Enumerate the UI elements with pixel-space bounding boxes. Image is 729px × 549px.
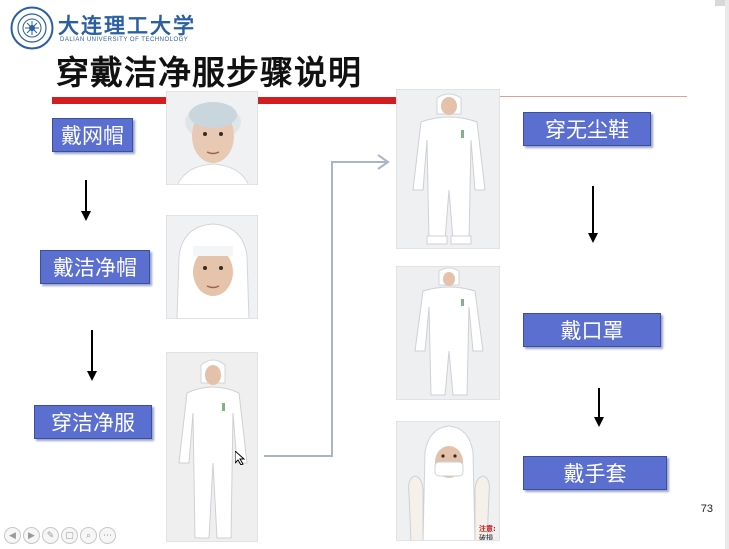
step-wear-dustfree-shoes: 穿无尘鞋 bbox=[523, 112, 651, 146]
mouse-cursor-icon bbox=[235, 451, 245, 465]
page-number: 73 bbox=[700, 503, 713, 515]
step-wear-clean-suit: 穿洁净服 bbox=[34, 405, 152, 439]
arrow-down-1 bbox=[81, 180, 91, 221]
copy-icon[interactable]: ▢ bbox=[61, 527, 78, 544]
logo-chinese-name: 大连理工大学 bbox=[58, 13, 196, 38]
step-wear-mask: 戴口罩 bbox=[523, 313, 661, 347]
next-icon[interactable]: ▶ bbox=[23, 527, 40, 544]
step-wear-hairnet: 戴网帽 bbox=[52, 118, 133, 152]
arrow-down-4 bbox=[594, 388, 604, 427]
university-seal-icon bbox=[10, 6, 54, 50]
more-icon[interactable]: ⋯ bbox=[99, 527, 116, 544]
arrow-down-2 bbox=[87, 330, 97, 381]
zoom-icon[interactable]: ⌕ bbox=[80, 527, 97, 544]
photo-full-suit bbox=[396, 266, 500, 400]
title-red-line bbox=[497, 96, 687, 97]
photo-hairnet bbox=[166, 91, 258, 185]
prev-icon[interactable]: ◀ bbox=[4, 527, 21, 544]
arrow-down-3 bbox=[588, 186, 598, 243]
connector-arrow bbox=[264, 154, 390, 457]
window-right-edge bbox=[725, 0, 729, 549]
slide-title: 穿戴洁净服步骤说明 bbox=[56, 53, 362, 92]
window-corner bbox=[715, 0, 729, 6]
step-wear-gloves: 戴手套 bbox=[523, 456, 667, 490]
photo-clean-hood bbox=[166, 215, 258, 319]
note-fragment: 注意: bbox=[479, 525, 496, 533]
photo-mask-gloves: 注意: 破損 bbox=[396, 421, 500, 541]
photo-clean-suit bbox=[166, 352, 258, 542]
step-wear-clean-cap: 戴洁净帽 bbox=[40, 250, 150, 284]
viewer-toolbar: ◀ ▶ ✎ ▢ ⌕ ⋯ bbox=[4, 527, 116, 547]
pen-icon[interactable]: ✎ bbox=[42, 527, 59, 544]
logo-english-name: DALIAN UNIVERSITY OF TECHNOLOGY bbox=[60, 37, 189, 43]
note-fragment-2: 破損 bbox=[479, 534, 493, 541]
photo-suit-with-boots bbox=[396, 89, 500, 249]
